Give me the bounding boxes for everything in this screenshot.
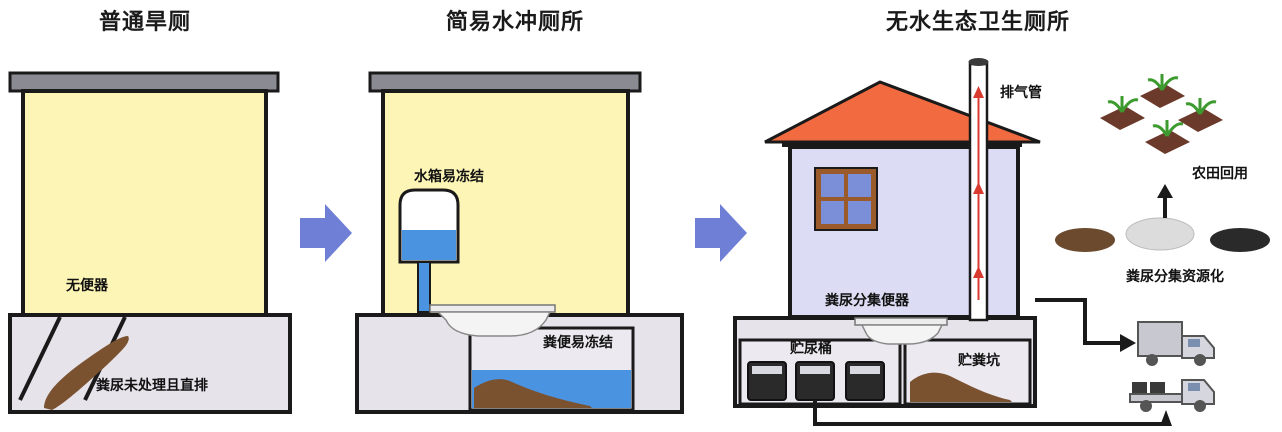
eco-toilet-panel xyxy=(733,58,1270,426)
urine-barrel-2 xyxy=(795,361,835,401)
flow-line-barrels-to-truck xyxy=(813,400,1166,426)
label-untreated-discharge: 粪尿未处理且直排 xyxy=(96,378,208,394)
flush-toilet-title: 简易水冲厕所 xyxy=(445,10,584,35)
compost-pile-black xyxy=(1210,228,1270,252)
dry-roof xyxy=(8,71,280,93)
vent-airflow-arrow-1 xyxy=(973,86,984,98)
flow-arrowhead-farm xyxy=(1157,184,1173,198)
urine-barrel-1 xyxy=(747,361,787,401)
label-waste-freeze: 粪便易冻结 xyxy=(543,335,613,351)
truck-icon-1 xyxy=(1137,321,1215,366)
label-resource-utilization: 粪尿分集资源化 xyxy=(1126,269,1224,285)
window-pane-tr xyxy=(848,174,871,197)
compost-pile-white xyxy=(1125,217,1195,251)
label-separating-toilet: 粪尿分集便器 xyxy=(825,293,909,309)
flush-toilet-seat xyxy=(429,304,556,313)
feces-pit-waste xyxy=(910,372,1012,402)
label-no-toilet: 无便器 xyxy=(66,278,108,294)
dry-waste-pile xyxy=(44,336,129,410)
flow-arrowhead-truck xyxy=(1120,334,1136,352)
flush-toilet-bowl xyxy=(436,311,552,337)
water-pipe xyxy=(417,261,431,313)
eco-eaves xyxy=(782,142,1022,147)
compost-pile-brown xyxy=(1055,228,1115,252)
vent-airflow-arrow-3 xyxy=(973,266,984,278)
window-pane-bl xyxy=(821,201,844,224)
label-vent-pipe: 排气管 xyxy=(1000,85,1042,101)
progress-arrow-1 xyxy=(300,204,352,262)
urine-barrel-3 xyxy=(845,361,885,401)
progress-arrow-2 xyxy=(695,204,747,262)
flush-pit-waste xyxy=(474,379,592,408)
label-urine-barrels: 贮尿桶 xyxy=(790,341,832,357)
window-pane-tl xyxy=(821,174,844,197)
label-feces-pit: 贮粪坑 xyxy=(958,353,1000,369)
dry-wall xyxy=(21,89,268,317)
flush-toilet-panel xyxy=(355,71,684,414)
truck-icon-2 xyxy=(1129,379,1215,412)
crop-plots-icon xyxy=(1100,74,1223,154)
flush-roof xyxy=(368,71,642,93)
dry-toilet-title: 普通旱厕 xyxy=(98,10,191,35)
vent-pipe-cap xyxy=(968,58,989,66)
label-tank-freeze: 水箱易冻结 xyxy=(414,169,484,185)
flow-arrowhead-up xyxy=(1160,410,1172,426)
eco-roof xyxy=(764,80,1041,144)
vent-airflow-arrow-2 xyxy=(973,182,984,194)
water-tank-level xyxy=(402,230,456,260)
eco-toilet-seat xyxy=(854,317,948,326)
eco-toilet-title: 无水生态卫生厕所 xyxy=(885,10,1070,35)
eco-toilet-bowl xyxy=(860,324,944,345)
dry-toilet-panel xyxy=(8,71,292,414)
window-pane-br xyxy=(848,201,871,224)
dry-chute-line-left xyxy=(18,316,62,401)
label-farm-reuse: 农田回用 xyxy=(1192,166,1248,182)
flow-line-pit-to-truck xyxy=(1035,298,1122,345)
